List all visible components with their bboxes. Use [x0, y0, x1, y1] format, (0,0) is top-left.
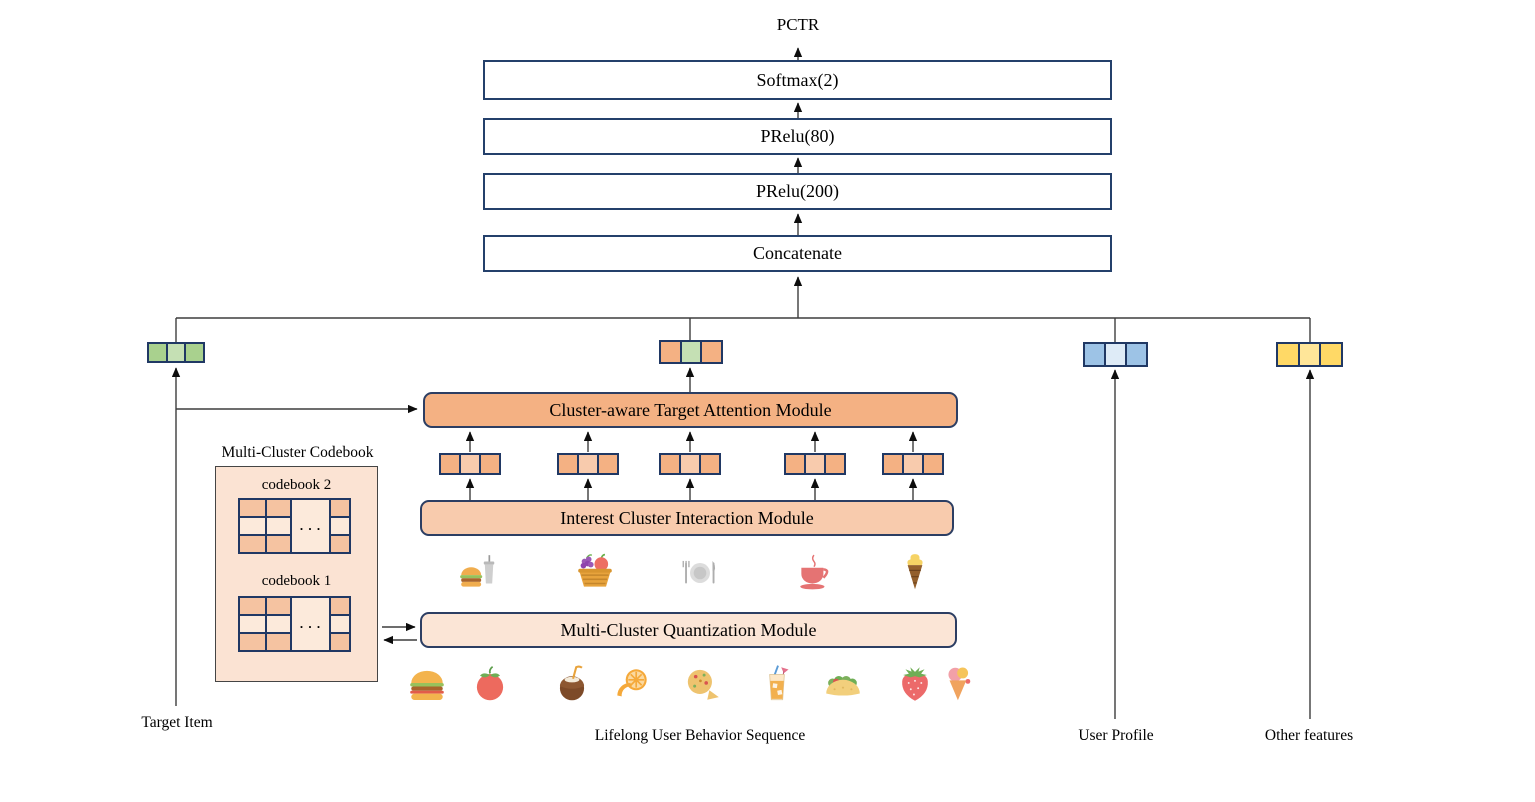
codebook-cell	[265, 498, 292, 518]
coconut-drink-icon	[551, 663, 593, 705]
codebook-cell	[329, 498, 351, 518]
codebook-cell	[329, 516, 351, 536]
codebook-cell	[238, 534, 267, 554]
codebook-ellipsis: . . .	[290, 498, 331, 554]
embedding-cell	[147, 342, 168, 363]
codebook-cell	[265, 596, 292, 616]
codebook-cell	[329, 614, 351, 634]
codebook-column	[329, 596, 351, 652]
embedding-cell	[557, 453, 579, 475]
cluster-aware-target-attention-module: Cluster-aware Target Attention Module	[423, 392, 958, 428]
burger-icon	[406, 663, 448, 705]
codebook-1-label: codebook 1	[261, 573, 332, 589]
ice-cream-icon	[939, 663, 981, 705]
taco-icon	[822, 663, 864, 705]
user-profile-label: User Profile	[1078, 727, 1154, 744]
embedding-cell	[902, 453, 924, 475]
other-features-label: Other features	[1264, 727, 1354, 744]
embedding-cell	[784, 453, 806, 475]
prelu80-layer: PRelu(80)	[483, 118, 1112, 155]
embedding-cell	[184, 342, 206, 363]
codebook-2-grid: . . .	[238, 498, 351, 554]
embedding-cell	[1125, 342, 1148, 367]
tomato-icon	[469, 663, 511, 705]
codebook-cell	[238, 596, 267, 616]
cluster-embedding-2	[557, 453, 619, 475]
codebook-column	[329, 498, 351, 554]
embedding-cell	[577, 453, 599, 475]
behavior-sequence-label: Lifelong User Behavior Sequence	[594, 727, 806, 744]
codebook-cell	[238, 614, 267, 634]
multi-cluster-quantization-module: Multi-Cluster Quantization Module	[420, 612, 957, 648]
pctr-output-label: PCTR	[776, 15, 820, 34]
codebook-cell	[265, 632, 292, 652]
codebook-cell	[238, 498, 267, 518]
target-item-embedding	[147, 342, 206, 363]
target-item-label: Target Item	[141, 714, 213, 731]
embedding-cell	[1104, 342, 1127, 367]
codebook-cell	[329, 632, 351, 652]
juice-glass-icon	[756, 663, 798, 705]
embedding-cell	[1276, 342, 1300, 367]
cluster-embedding-4	[784, 453, 846, 475]
codebook-cell	[238, 516, 267, 536]
concatenate-layer: Concatenate	[483, 235, 1112, 272]
soft-serve-icon	[894, 552, 936, 594]
codebook-column	[265, 498, 292, 554]
codebook-cell	[238, 632, 267, 652]
dinner-plate-icon	[679, 552, 721, 594]
softmax-layer: Softmax(2)	[483, 60, 1112, 100]
embedding-cell	[679, 453, 701, 475]
interest-embedding	[659, 340, 724, 364]
embedding-cell	[1083, 342, 1106, 367]
cluster-embedding-1	[439, 453, 501, 475]
codebook-cell	[265, 516, 292, 536]
embedding-cell	[439, 453, 461, 475]
codebook-cell	[265, 614, 292, 634]
multi-cluster-codebook: codebook 2 . . . codebook 1 . . .	[215, 466, 378, 682]
codebook-cell	[265, 534, 292, 554]
embedding-cell	[922, 453, 944, 475]
codebook-column	[238, 498, 267, 554]
embedding-cell	[659, 453, 681, 475]
codebook-cell	[329, 596, 351, 616]
embedding-cell	[824, 453, 846, 475]
user-profile-embedding	[1083, 342, 1148, 367]
fruit-basket-icon	[574, 552, 616, 594]
fastfood-combo-icon	[457, 552, 499, 594]
embedding-cell	[679, 340, 703, 364]
codebook-2-label: codebook 2	[261, 477, 332, 493]
cluster-embedding-3	[659, 453, 721, 475]
codebook-column	[238, 596, 267, 652]
prelu200-layer: PRelu(200)	[483, 173, 1112, 210]
codebook-ellipsis: . . .	[290, 596, 331, 652]
interest-cluster-interaction-module: Interest Cluster Interaction Module	[420, 500, 954, 536]
embedding-cell	[479, 453, 501, 475]
codebook-1-grid: . . .	[238, 596, 351, 652]
embedding-cell	[597, 453, 619, 475]
embedding-cell	[804, 453, 826, 475]
other-features-embedding	[1276, 342, 1344, 367]
embedding-cell	[699, 453, 721, 475]
embedding-cell	[1297, 342, 1322, 367]
embedding-cell	[700, 340, 724, 364]
strawberry-icon	[894, 663, 936, 705]
orange-slice-icon	[611, 663, 653, 705]
embedding-cell	[459, 453, 481, 475]
codebook-cell	[329, 534, 351, 554]
coffee-cup-icon	[794, 552, 836, 594]
codebook-column	[265, 596, 292, 652]
cookie-icon	[681, 663, 723, 705]
embedding-cell	[882, 453, 904, 475]
cluster-embedding-5	[882, 453, 944, 475]
embedding-cell	[1319, 342, 1344, 367]
embedding-cell	[165, 342, 187, 363]
embedding-cell	[659, 340, 682, 364]
codebook-title: Multi-Cluster Codebook	[221, 444, 374, 461]
